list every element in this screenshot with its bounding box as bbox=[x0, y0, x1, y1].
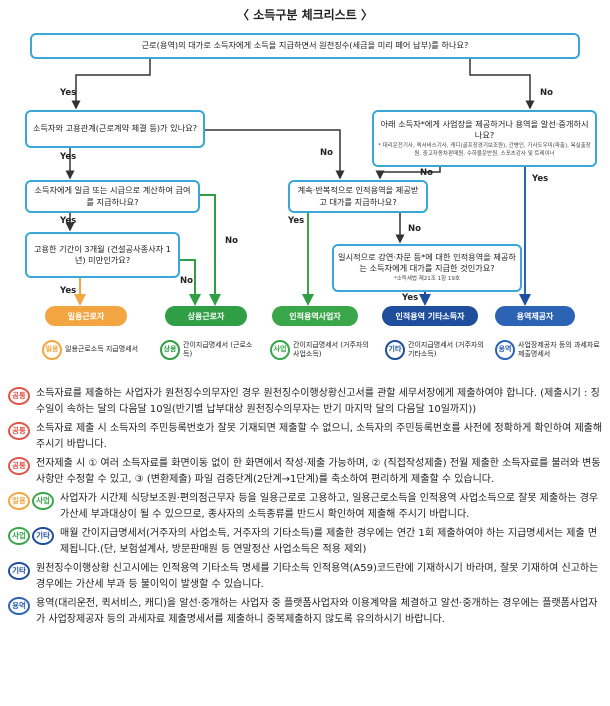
label-q2-yes: Yes bbox=[60, 152, 77, 162]
question-repeated-service: 계속·반복적으로 인적용역을 제공받고 대가를 지급하나요? bbox=[288, 180, 428, 213]
result-desc-yongyeok: 사업장제공자 등의 과세자료 제출명세서 bbox=[518, 340, 600, 358]
note-badges: 용역 bbox=[8, 596, 30, 615]
question-employment: 소득자와 고용관계(근로계약 체결 등)가 있나요? bbox=[25, 110, 205, 148]
note-badge: 공통 bbox=[8, 387, 30, 405]
checklist-title: 〈 소득구분 체크리스트 〉 bbox=[237, 8, 373, 22]
label-q5-no: No bbox=[408, 224, 421, 234]
question-daily-pay: 소득자에게 일급 또는 시급으로 계산하여 급여를 지급하나요? bbox=[25, 180, 200, 213]
note-badge: 사업 bbox=[8, 527, 30, 545]
result-pill-ilyong: 일용근로자 bbox=[45, 306, 127, 326]
notes-list: 공통 소득자료를 제출하는 사업자가 원천징수의무자인 경우 원천징수이행상황신고… bbox=[8, 386, 604, 631]
question-temporary-lecture: 일시적으로 강연·자문 등*에 대한 인적용역을 제공하는 소득자에게 대가를 … bbox=[332, 244, 522, 292]
note-badges: 공통 bbox=[8, 421, 30, 440]
note-item: 기타 원천징수이행상황 신고시에는 인적용역 기타소득 명세를 기타소득 인적용역… bbox=[8, 561, 604, 592]
badge-sangyong: 상용 bbox=[160, 340, 180, 360]
label-q6-no: No bbox=[420, 168, 433, 178]
note-text: 전자제출 시 ① 여러 소득자료를 화면이동 없이 한 화면에서 작성·제출 가… bbox=[36, 458, 601, 485]
note-text: 소득자료를 제출하는 사업자가 원천징수의무자인 경우 원천징수이행상황신고서를… bbox=[36, 388, 600, 415]
flowchart: 〈 소득구분 체크리스트 〉 근로(용역)의 대가로 소득자에게 소득을 지급하… bbox=[25, 8, 600, 360]
note-badge: 용역 bbox=[8, 597, 30, 615]
note-badge: 사업 bbox=[32, 492, 54, 510]
badge-gita: 기타 bbox=[385, 340, 405, 360]
note-badge: 공통 bbox=[8, 457, 30, 475]
arrow-q2-no bbox=[205, 129, 345, 180]
question-withholding: 근로(용역)의 대가로 소득자에게 소득을 지급하면서 원천징수(세금을 미리 … bbox=[30, 33, 580, 59]
result-saeop: 사업 간이지급명세서 (거주자의 사업소득) bbox=[270, 340, 370, 360]
result-desc-saeop: 간이지급명세서 (거주자의 사업소득) bbox=[293, 340, 369, 358]
result-desc-gita: 간이지급명세서 (거주자의 기타소득) bbox=[408, 340, 484, 358]
note-item: 공통 전자제출 시 ① 여러 소득자료를 화면이동 없이 한 화면에서 작성·제출… bbox=[8, 456, 604, 487]
label-q3-yes: Yes bbox=[60, 216, 77, 226]
badge-yongyeok: 용역 bbox=[495, 340, 515, 360]
note-badge: 공통 bbox=[8, 422, 30, 440]
arrow-q3-no bbox=[200, 194, 221, 306]
flowchart-arrows bbox=[65, 58, 535, 306]
label-q1-no: No bbox=[540, 88, 553, 98]
label-q4-no: No bbox=[180, 276, 193, 286]
label-q1-yes: Yes bbox=[60, 88, 77, 98]
note-text: 용역(대리운전, 퀵서비스, 캐디)을 알선·중개하는 사업자 중 플랫폼사업자… bbox=[36, 598, 598, 625]
result-sangyong: 상용 간이지급명세서 (근로소득) bbox=[160, 340, 260, 360]
badge-saeop: 사업 bbox=[270, 340, 290, 360]
label-q7-yes: Yes bbox=[402, 293, 419, 303]
note-text: 사업자가 시간제 식당보조원·편의점근무자 등을 일용근로로 고용하고, 일용근… bbox=[60, 493, 599, 520]
result-pill-gita: 인적용역 기타소득자 bbox=[382, 306, 478, 326]
note-badges: 공통 bbox=[8, 456, 30, 475]
result-gita: 기타 간이지급명세서 (거주자의 기타소득) bbox=[385, 340, 485, 360]
question-employment-period: 고용한 기간이 3개월 (건설공사종사자 1년) 미만인가요? bbox=[25, 232, 180, 278]
note-badges: 공통 bbox=[8, 386, 30, 405]
label-q5-yes: Yes bbox=[288, 216, 305, 226]
result-pill-yongyeok: 용역제공자 bbox=[495, 306, 575, 326]
arrow-q1-no bbox=[469, 58, 535, 110]
label-q4-yes: Yes bbox=[60, 286, 77, 296]
result-pill-saeop: 인적용역사업자 bbox=[272, 306, 358, 326]
note-badges: 기타 bbox=[8, 561, 30, 580]
result-desc-ilyong: 일용근로소득 지급명세서 bbox=[65, 345, 139, 354]
note-text: 소득자료 제출 시 소득자의 주민등록번호가 잘못 기재되면 제출할 수 없으니… bbox=[36, 423, 603, 450]
note-text: 매월 간이지급명세서(거주자의 사업소득, 거주자의 기타소득)를 제출한 경우… bbox=[60, 528, 598, 555]
label-q6-yes: Yes bbox=[532, 174, 549, 184]
arrow-q6-no bbox=[375, 166, 441, 180]
note-text: 원천징수이행상황 신고시에는 인적용역 기타소득 명세를 기타소득 인적용역(A… bbox=[36, 563, 599, 590]
note-badge: 기타 bbox=[32, 527, 54, 545]
note-badge: 일용 bbox=[8, 492, 30, 510]
result-pill-sangyong: 상용근로자 bbox=[165, 306, 247, 326]
badge-ilyong: 일용 bbox=[42, 340, 62, 360]
result-ilyong: 일용 일용근로소득 지급명세서 bbox=[42, 340, 152, 360]
result-yongyeok: 용역 사업장제공자 등의 과세자료 제출명세서 bbox=[495, 340, 600, 360]
arrow-q1-yes bbox=[71, 58, 151, 110]
label-q3-no: No bbox=[225, 236, 238, 246]
label-q2-no: No bbox=[320, 148, 333, 158]
note-item: 용역 용역(대리운전, 퀵서비스, 캐디)을 알선·중개하는 사업자 중 플랫폼사… bbox=[8, 596, 604, 627]
note-item: 공통 소득자료 제출 시 소득자의 주민등록번호가 잘못 기재되면 제출할 수 없… bbox=[8, 421, 604, 452]
question-platform: 아래 소득자*에게 사업장을 제공하거나 용역을 알선·중개하시나요? * 대리… bbox=[372, 110, 597, 167]
note-item: 공통 소득자료를 제출하는 사업자가 원천징수의무자인 경우 원천징수이행상황신고… bbox=[8, 386, 604, 417]
note-badge: 기타 bbox=[8, 562, 30, 580]
result-desc-sangyong: 간이지급명세서 (근로소득) bbox=[183, 340, 253, 358]
arrow-q4-no bbox=[180, 259, 201, 306]
